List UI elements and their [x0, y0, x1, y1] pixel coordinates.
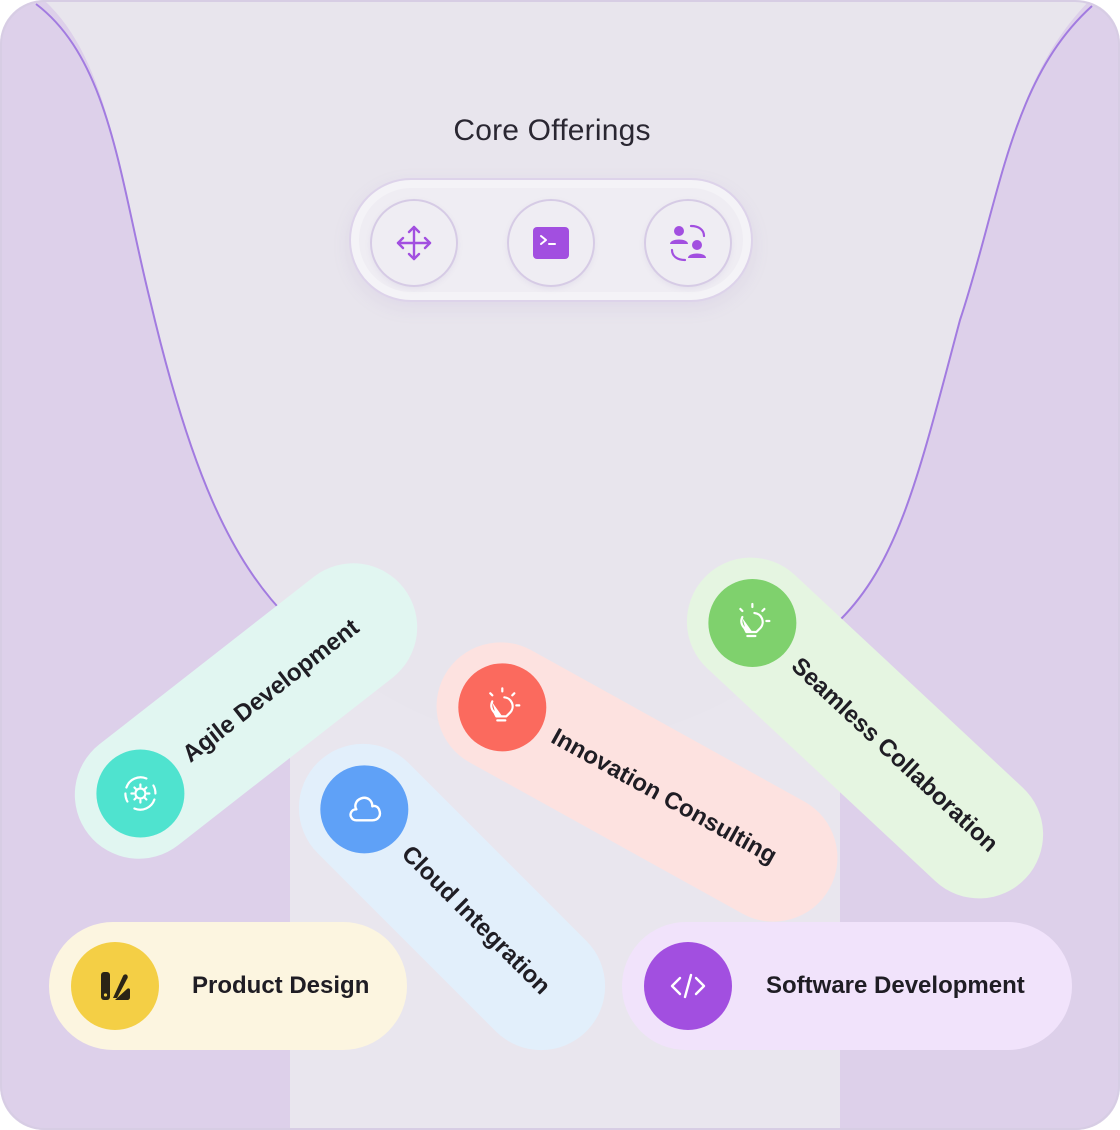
service-pill-agile-development[interactable]: Agile Development — [48, 537, 444, 885]
service-label: Product Design — [192, 972, 370, 999]
users-swap-button[interactable] — [644, 199, 732, 287]
code-icon — [670, 973, 706, 999]
design-swatch-icon — [101, 972, 130, 1000]
service-pill-innovation-consulting[interactable]: Innovation Consulting — [413, 619, 861, 945]
service-pill-cloud-integration[interactable]: Cloud Integration — [272, 717, 632, 1077]
badge-seamless-collaboration — [708, 578, 797, 667]
users-swap-icon — [670, 224, 706, 262]
move-arrows-button[interactable] — [370, 199, 458, 287]
badge-innovation-consulting — [458, 663, 547, 752]
service-pill-software-development[interactable]: Software Development — [622, 922, 1072, 1050]
section-title: Core Offerings — [453, 114, 651, 147]
badge-agile-development — [96, 749, 185, 838]
badge-software-development — [644, 942, 732, 1030]
service-pill-seamless-collaboration[interactable]: Seamless Collaboration — [660, 531, 1070, 925]
service-pill-product-design[interactable]: Product Design — [49, 922, 407, 1050]
badge-cloud-integration — [320, 765, 409, 854]
badge-product-design — [71, 942, 159, 1030]
terminal-button[interactable] — [507, 199, 595, 287]
terminal-icon — [533, 227, 569, 259]
move-arrows-icon — [396, 225, 432, 261]
service-label: Software Development — [766, 972, 1025, 999]
gear-cycle-icon — [124, 776, 157, 811]
lightbulb-icon — [739, 602, 771, 638]
core-icons-bar — [349, 178, 753, 302]
cloud-icon — [349, 796, 382, 822]
lightbulb-icon — [489, 687, 521, 722]
